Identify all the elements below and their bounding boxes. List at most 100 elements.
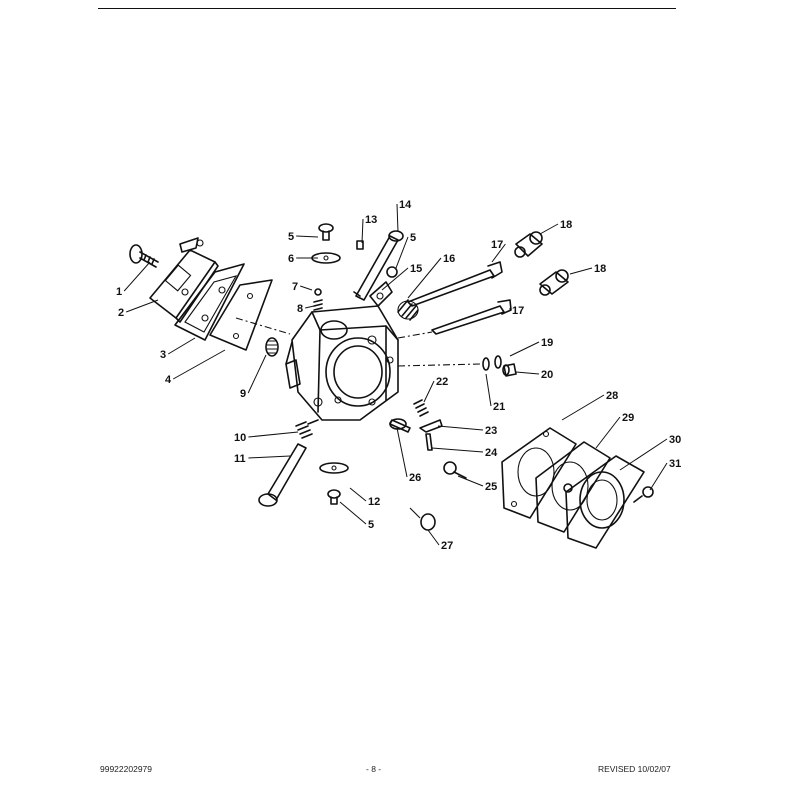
callout-5: 5 [368,519,374,531]
leader-line-12 [349,487,367,502]
callout-22: 22 [436,376,448,388]
leader-line-20 [515,371,540,375]
callout-14: 14 [399,199,412,211]
leader-line-18 [569,267,593,275]
callout-13: 13 [365,214,377,226]
leader-line-13 [361,218,364,244]
callout-27: 27 [441,540,453,552]
part-1-screw [129,244,159,268]
part-2-pump-cover [149,237,219,323]
leader-line-26 [396,427,408,478]
leader-line-31 [649,462,668,491]
callout-20: 20 [541,369,553,381]
part-21-o-ring [397,357,490,371]
callout-10: 10 [234,432,246,444]
footer-revision-date: REVISED 10/02/07 [598,764,671,774]
callout-26: 26 [409,472,421,484]
callout-9: 9 [240,388,246,400]
leader-line-11 [248,455,291,459]
leader-line-29 [595,416,621,449]
leader-line-17 [491,243,506,263]
callout-5: 5 [288,231,294,243]
callout-18: 18 [560,219,572,231]
part-17-needle-low [397,299,512,339]
callout-28: 28 [606,390,618,402]
callout-23: 23 [485,425,497,437]
part-28-gasket [501,427,577,519]
callout-3: 3 [160,349,166,361]
part-11-choke-shaft [258,443,307,507]
callout-7: 7 [292,281,298,293]
footer-part-number: 99922202979 [100,764,153,774]
part-12-choke-plate [319,462,349,474]
callout-1: 1 [116,286,122,298]
part-30-cover [565,455,645,549]
part-24-pin [425,433,433,451]
part-5-screw-upper [318,223,334,241]
leader-line-24 [431,447,484,453]
callout-17: 17 [491,239,503,251]
leader-line-18 [539,223,559,235]
part-5-screw-shaft [386,266,398,278]
callout-6: 6 [288,253,294,265]
leader-line-22 [423,380,435,403]
part-7-ball [314,288,322,296]
leader-line-25 [457,475,484,487]
leader-line-10 [248,431,299,438]
callout-5: 5 [410,232,416,244]
leader-line-16 [407,257,442,299]
footer-page-number: - 8 - [366,764,382,774]
leader-line-21 [485,373,492,407]
callout-12: 12 [368,496,380,508]
carburetor-body [285,305,399,421]
leader-line-7 [300,285,313,291]
part-4-diaphragm [209,279,291,351]
callout-19: 19 [541,337,553,349]
leader-line-2 [126,299,159,313]
callout-16: 16 [443,253,455,265]
leader-line-5 [296,235,319,238]
part-10-spring [295,419,319,439]
leader-line-14 [396,203,399,233]
callout-25: 25 [485,481,497,493]
leader-line-1 [123,261,151,292]
part-26-needle [389,418,411,433]
leader-line-5 [395,236,409,269]
callout-31: 31 [669,458,681,470]
part-16-spring [397,299,419,321]
part-19-washer [494,355,502,369]
part-17-needle-high [407,261,503,307]
part-3-gasket [174,263,245,341]
part-22-spring [413,399,429,417]
header-rule [98,8,676,9]
leader-line-19 [509,341,540,357]
part-5-screw-lower [327,489,341,505]
part-13-pin [356,240,364,250]
leader-line-28 [561,394,605,421]
part-31-screw [633,486,654,503]
callout-30: 30 [669,434,681,446]
leader-line-5 [339,501,367,525]
leader-line-30 [619,438,668,471]
callout-21: 21 [493,401,505,413]
part-15-lever [369,281,393,307]
leader-line-27 [427,529,440,546]
part-8-spring [313,299,323,311]
callout-8: 8 [297,303,303,315]
leader-line-9 [247,354,267,394]
callout-layer: 1234567891011125131451516171718181920212… [116,199,681,552]
callout-17: 17 [512,305,524,317]
part-25-screw [443,461,467,479]
part-18-fitting-upper [514,231,543,258]
part-18-fitting-lower [539,269,569,296]
callout-15: 15 [410,263,422,275]
callout-18: 18 [594,263,606,275]
leader-line-23 [437,425,484,431]
callout-24: 24 [485,447,498,459]
callout-4: 4 [165,374,172,386]
leader-line-8 [305,305,315,309]
callout-11: 11 [234,453,246,465]
part-20-cap [502,363,517,377]
leader-line-4 [172,349,226,380]
